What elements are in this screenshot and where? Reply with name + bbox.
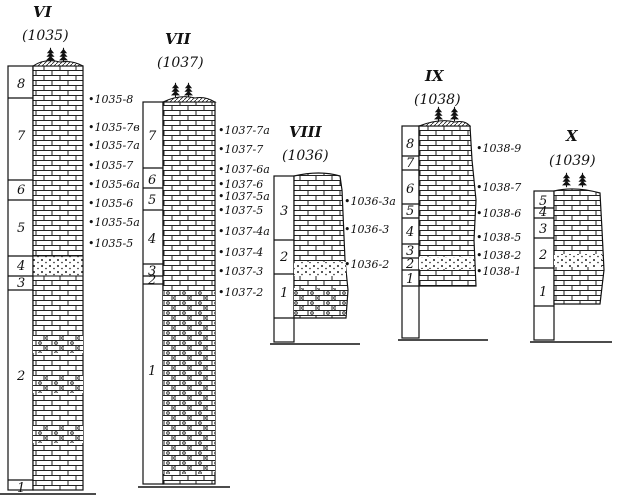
layer-number: 3 <box>539 222 547 237</box>
sample-label: •1035-6 <box>88 197 133 210</box>
section-X: X (1039) 5 4 3 2 1 <box>530 127 612 342</box>
sample-label: •1035-5 <box>88 237 133 250</box>
dotted-limestone-band <box>33 335 83 353</box>
layer-number: 5 <box>17 221 25 236</box>
soil-cap <box>419 121 470 126</box>
layer-number: 5 <box>406 204 414 219</box>
layer-number: 2 <box>279 250 288 265</box>
section-VI: VI (1035) 8 7 6 5 4 3 2 1 <box>0 3 140 496</box>
sample-label: •1035-8 <box>88 93 133 106</box>
dotted-limestone-band <box>33 425 83 443</box>
section-code-label: (1039) <box>549 153 596 169</box>
sample-label: •1037-5а <box>218 190 270 203</box>
conglomerate-layer <box>33 256 83 276</box>
layer-number: 3 <box>280 204 288 219</box>
sample-list: •1038-9 •1038-7 •1038-6 •1038-5 •1038-2 … <box>476 142 521 278</box>
layer-number: 6 <box>148 173 156 188</box>
layer-number: 1 <box>406 272 414 287</box>
section-roman-label: X <box>565 127 579 145</box>
sample-label: •1038-6 <box>476 207 521 220</box>
sample-label: •1035-6а <box>88 178 140 191</box>
tree-icon <box>46 48 55 62</box>
layer-number: 2 <box>16 369 25 384</box>
section-code-label: (1035) <box>22 28 69 44</box>
layer-number: 6 <box>406 182 414 197</box>
sample-list: •1035-8 •1035-7в •1035-7а •1035-7 •1035-… <box>88 93 140 250</box>
sample-list: •1036-3а •1036-3 •1036-2 <box>344 195 396 271</box>
sample-label: •1037-6а <box>218 163 270 176</box>
section-roman-label: VI <box>33 3 53 21</box>
conglomerate-layer <box>554 254 602 267</box>
layer-number: 1 <box>539 285 547 300</box>
section-IX: IX (1038) 8 7 6 5 4 3 2 1 •1038-9 •1038-… <box>398 67 521 340</box>
layer-number: 2 <box>405 257 414 272</box>
layer-number: 3 <box>17 276 25 291</box>
section-roman-label: VII <box>165 30 192 48</box>
layer-number: 1 <box>280 286 288 301</box>
tree-icon <box>171 83 180 97</box>
soil-cap <box>33 61 83 66</box>
section-VIII: VIII (1036) 3 2 1 •1036-3а •1036-3 •1036… <box>270 123 396 344</box>
soil-cap <box>163 97 215 102</box>
layer-number: 6 <box>17 183 25 198</box>
sample-label: •1038-1 <box>476 265 521 278</box>
sample-label: •1035-7в <box>88 121 140 134</box>
section-code-label: (1037) <box>157 55 204 71</box>
tree-icon <box>434 107 443 121</box>
sample-label: •1038-5 <box>476 231 521 244</box>
dotted-limestone-band <box>294 288 346 316</box>
tree-icon <box>450 107 459 121</box>
sample-label: •1037-7 <box>218 143 263 156</box>
sample-label: •1037-4 <box>218 246 263 259</box>
tree-icon <box>59 48 68 62</box>
conglomerate-layer <box>419 257 474 269</box>
layer-number: 7 <box>406 156 415 171</box>
sample-label: •1035-5а <box>88 216 140 229</box>
layer-number: 1 <box>148 364 156 379</box>
layer-number: 4 <box>16 259 25 274</box>
layer-number: 7 <box>17 129 26 144</box>
section-code-label: (1038) <box>414 92 461 108</box>
section-code-label: (1036) <box>282 148 329 164</box>
sample-label: •1037-5 <box>218 204 263 217</box>
layer-number: 7 <box>148 129 157 144</box>
layer-number: 8 <box>17 77 25 92</box>
sample-label: •1038-2 <box>476 249 521 262</box>
sample-label: •1035-7а <box>88 139 140 152</box>
lithology-column <box>554 189 604 304</box>
sample-label: •1036-2 <box>344 258 389 271</box>
section-roman-label: VIII <box>289 123 323 141</box>
sample-label: •1037-2 <box>218 286 263 299</box>
layer-number: 4 <box>538 205 547 220</box>
sample-label: •1037-3 <box>218 265 263 278</box>
tree-icon <box>562 173 571 187</box>
sample-label: •1038-7 <box>476 181 521 194</box>
layer-number: 2 <box>538 248 547 263</box>
sample-label: •1038-9 <box>476 142 521 155</box>
section-VII: VII (1037) 7 6 5 4 3 2 1 •1037-7а •1037-… <box>138 30 270 487</box>
layer-number: 4 <box>405 225 414 240</box>
tree-icon <box>578 173 587 187</box>
conglomerate-layer <box>294 262 346 276</box>
dotted-limestone-band <box>163 290 215 474</box>
sample-label: •1037-7а <box>218 124 270 137</box>
layer-number: 2 <box>147 273 156 288</box>
dotted-limestone-band <box>33 375 83 393</box>
sample-list: •1037-7а •1037-7 •1037-6а •1037-6 •1037-… <box>218 124 270 299</box>
layer-number: 8 <box>406 137 414 152</box>
section-roman-label: IX <box>424 67 445 85</box>
sample-label: •1036-3 <box>344 223 389 236</box>
tree-icon <box>184 83 193 97</box>
sample-label: •1035-7 <box>88 159 133 172</box>
layer-number: 4 <box>147 232 156 247</box>
layer-index-column <box>143 102 163 484</box>
sample-label: •1036-3а <box>344 195 396 208</box>
sample-label: •1037-4а <box>218 225 270 238</box>
layer-number: 5 <box>148 193 156 208</box>
